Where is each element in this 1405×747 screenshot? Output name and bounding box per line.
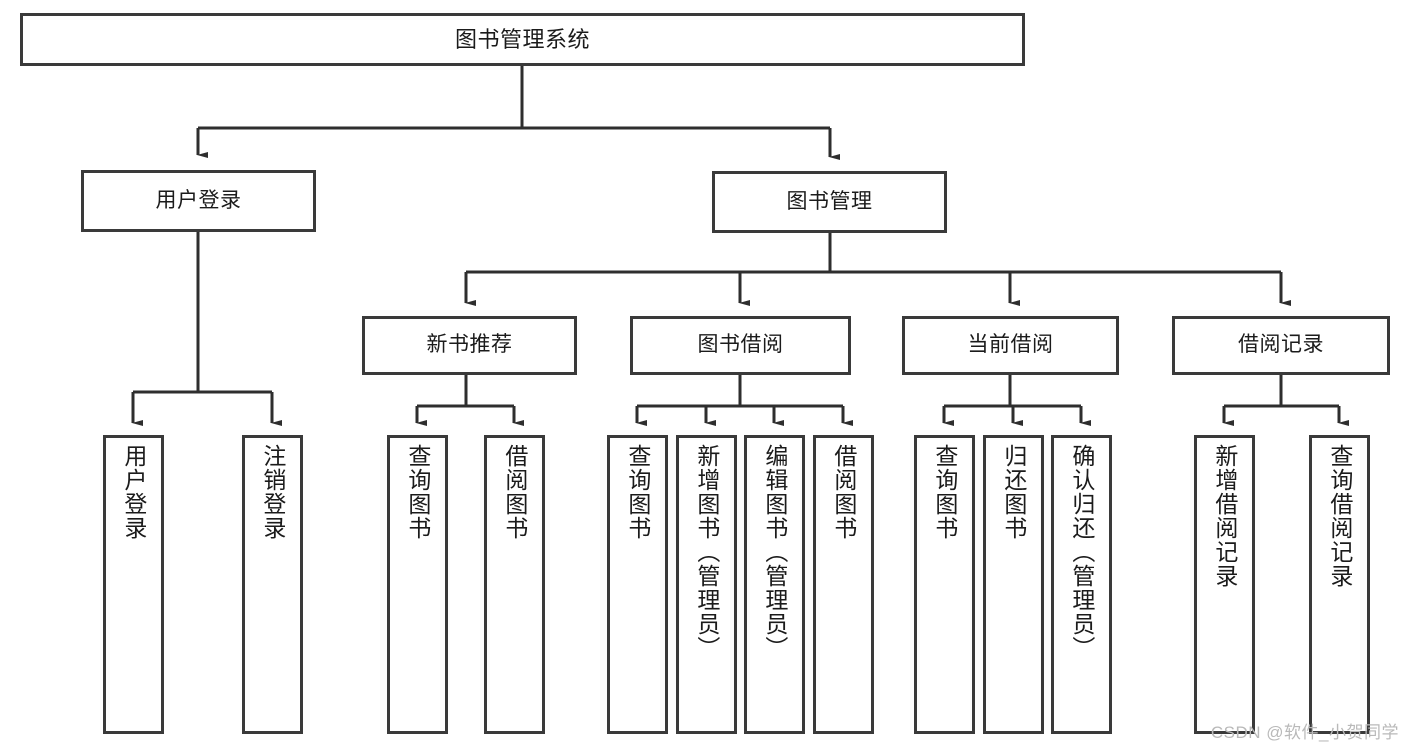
node-borrow-record[interactable]: 借阅记录: [1172, 316, 1390, 375]
node-book-borrow[interactable]: 图书借阅: [630, 316, 851, 375]
node-current-borrow[interactable]: 当前借阅: [902, 316, 1119, 375]
node-root-label: 图书管理系统: [454, 26, 590, 52]
node-leaf-borrow-record-0[interactable]: 新增借阅记录: [1194, 435, 1255, 734]
node-book-manage[interactable]: 图书管理: [712, 171, 947, 233]
node-leaf-label: 编辑图书（管理员）: [761, 444, 788, 660]
node-leaf-user-login-1[interactable]: 注销登录: [242, 435, 303, 734]
node-borrow-record-label: 借阅记录: [1238, 333, 1324, 357]
node-leaf-label: 注销登录: [259, 444, 286, 540]
node-leaf-label: 查询图书: [624, 444, 651, 540]
node-current-borrow-label: 当前借阅: [967, 333, 1054, 357]
node-leaf-label: 用户登录: [120, 444, 147, 540]
node-root[interactable]: 图书管理系统: [20, 13, 1025, 66]
node-book-borrow-label: 图书借阅: [697, 333, 784, 357]
watermark: CSDN @软件_小贺同学: [1210, 723, 1399, 742]
node-leaf-current-borrow-1[interactable]: 归还图书: [983, 435, 1044, 734]
node-leaf-label: 确认归还（管理员）: [1068, 444, 1095, 660]
node-leaf-current-borrow-0[interactable]: 查询图书: [914, 435, 975, 734]
node-user-login[interactable]: 用户登录: [81, 170, 316, 232]
node-leaf-current-borrow-2[interactable]: 确认归还（管理员）: [1051, 435, 1112, 734]
node-leaf-new-book-1[interactable]: 借阅图书: [484, 435, 545, 734]
node-leaf-new-book-0[interactable]: 查询图书: [387, 435, 448, 734]
node-leaf-label: 新增图书（管理员）: [693, 444, 720, 660]
node-leaf-book-borrow-2[interactable]: 编辑图书（管理员）: [744, 435, 805, 734]
node-leaf-book-borrow-3[interactable]: 借阅图书: [813, 435, 874, 734]
node-leaf-label: 新增借阅记录: [1211, 444, 1238, 588]
node-book-manage-label: 图书管理: [786, 189, 873, 213]
node-leaf-label: 查询图书: [931, 444, 958, 540]
node-new-book[interactable]: 新书推荐: [362, 316, 577, 375]
node-leaf-label: 查询图书: [404, 444, 431, 540]
node-leaf-label: 借阅图书: [501, 444, 528, 540]
node-leaf-borrow-record-1[interactable]: 查询借阅记录: [1309, 435, 1370, 734]
node-leaf-book-borrow-0[interactable]: 查询图书: [607, 435, 668, 734]
node-leaf-label: 查询借阅记录: [1326, 444, 1353, 588]
node-user-login-label: 用户登录: [155, 188, 242, 212]
node-leaf-user-login-0[interactable]: 用户登录: [103, 435, 164, 734]
node-leaf-label: 归还图书: [1000, 444, 1027, 540]
node-new-book-label: 新书推荐: [426, 333, 513, 357]
node-leaf-label: 借阅图书: [830, 444, 857, 540]
node-leaf-book-borrow-1[interactable]: 新增图书（管理员）: [676, 435, 737, 734]
